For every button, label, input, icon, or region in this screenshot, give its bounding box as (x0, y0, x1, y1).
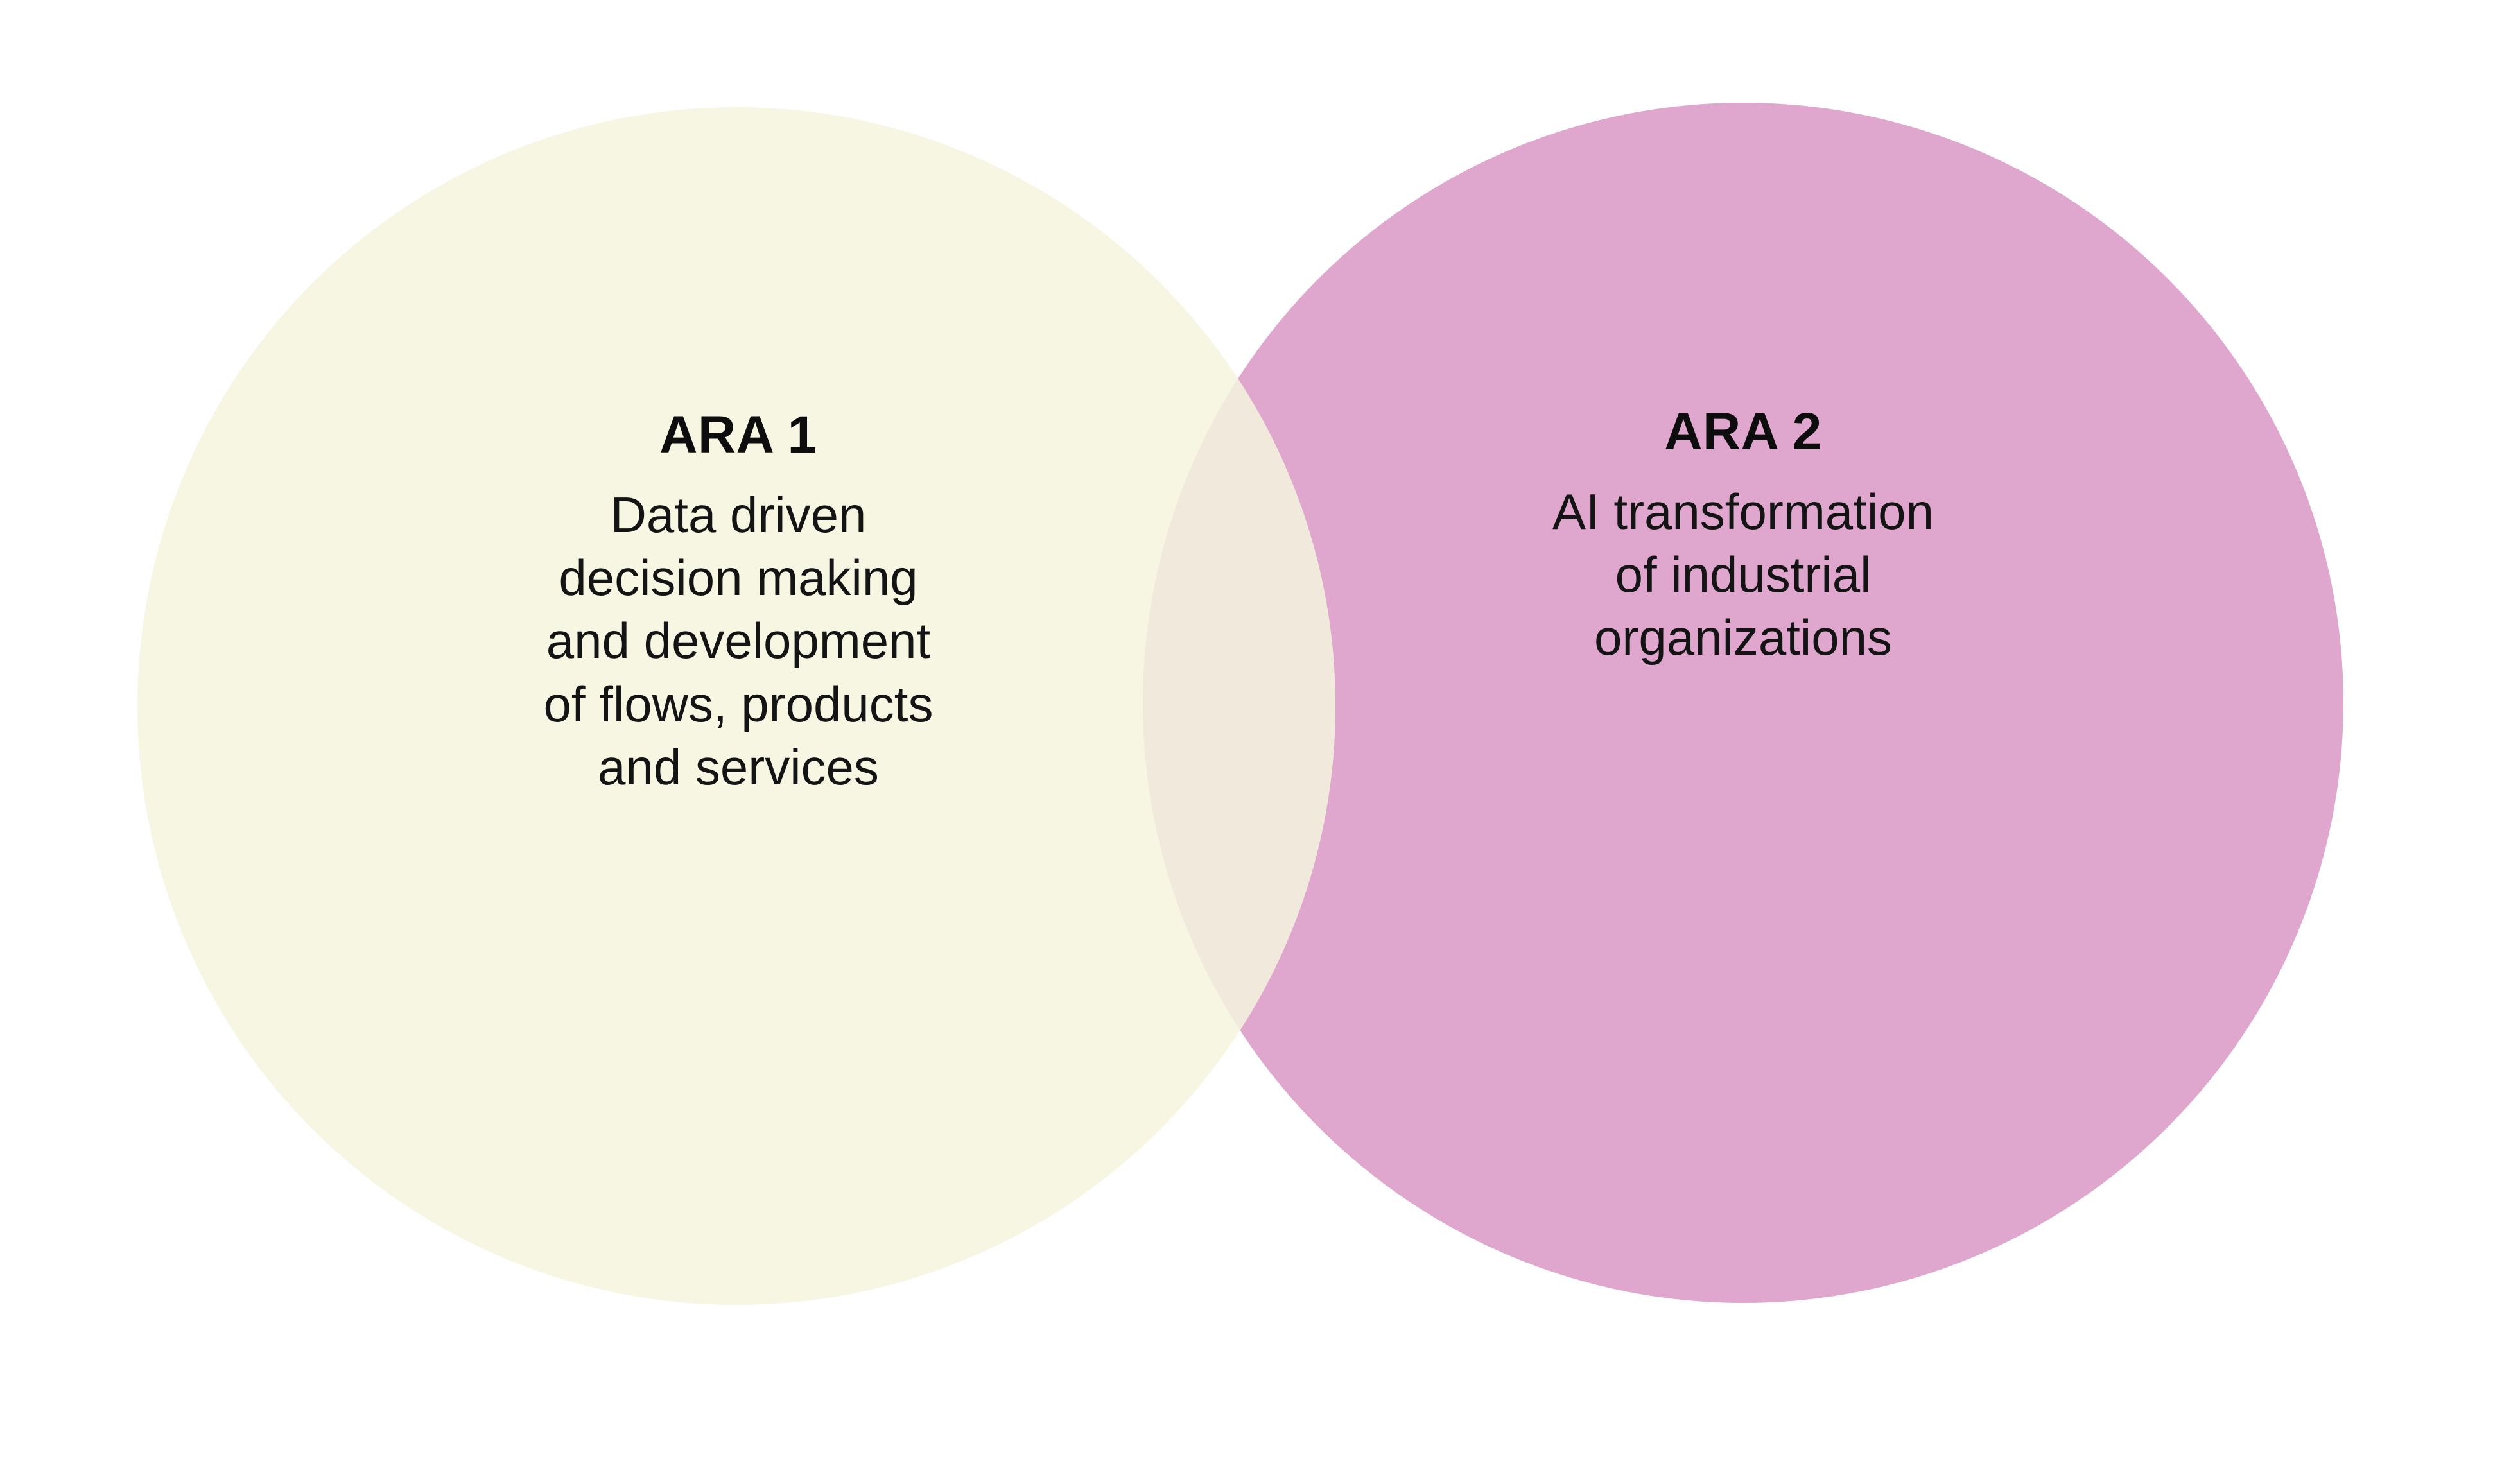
venn-label-ara-1: ARA 1 Data driven decision making and de… (282, 404, 1194, 798)
description-line: organizations (1594, 609, 1892, 666)
description-line: decision making (559, 549, 918, 607)
venn-circle-ara-2[interactable] (1143, 103, 2343, 1303)
venn-description-ara-2: AI transformation of industrial organiza… (1310, 480, 2176, 669)
description-line: and development (546, 612, 931, 669)
venn-circle-ara-1[interactable] (137, 107, 1335, 1305)
description-line: of industrial (1615, 546, 1872, 603)
description-line: AI transformation (1552, 483, 1934, 540)
description-line: and services (598, 738, 879, 795)
description-line: Data driven (610, 486, 867, 543)
description-line: of flows, products (543, 675, 934, 732)
venn-label-ara-2: ARA 2 AI transformation of industrial or… (1310, 401, 2176, 669)
venn-title-ara-1: ARA 1 (659, 406, 817, 464)
venn-description-ara-1: Data driven decision making and developm… (282, 483, 1194, 798)
venn-title-ara-2: ARA 2 (1664, 402, 1822, 461)
